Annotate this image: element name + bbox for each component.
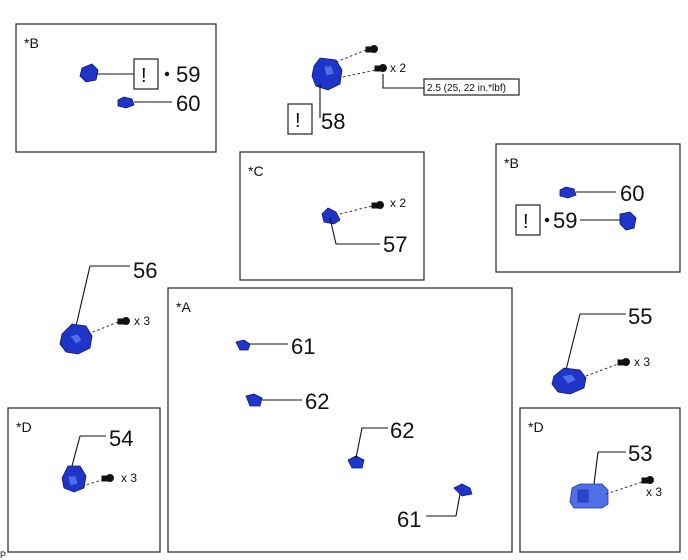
leader-line — [75, 265, 91, 327]
bolt-path — [81, 479, 103, 487]
panel-tag: *B — [504, 155, 519, 171]
bolt-icon — [641, 476, 654, 484]
sensor-part-57 — [321, 207, 341, 225]
panel-tag: *C — [248, 163, 264, 179]
bolt-path — [335, 49, 367, 63]
panel-frame — [7, 407, 161, 553]
bolt-path — [339, 205, 373, 215]
quantity-label: x 3 — [134, 314, 150, 328]
callout-59: 59 — [176, 62, 200, 87]
callout-53: 53 — [628, 441, 652, 466]
callout-57: 57 — [383, 232, 407, 257]
actuator-part-56 — [59, 323, 93, 355]
connector-part-59 — [619, 211, 637, 231]
note-box — [133, 58, 159, 90]
torque-spec-box — [423, 78, 520, 96]
callout-56: 56 — [133, 258, 157, 283]
actuator-part-55 — [551, 367, 587, 395]
bullet-dot — [544, 217, 550, 223]
bolt-path — [337, 69, 377, 79]
note-box — [287, 103, 313, 135]
panel-tag: *D — [528, 419, 544, 435]
bolt-icon — [117, 317, 130, 325]
leader-line — [71, 435, 81, 467]
panel-b-right: *B 60 ! 59 — [495, 143, 681, 273]
quantity-label: x 3 — [646, 485, 662, 499]
clip-part-60 — [559, 186, 577, 199]
callout-54: 54 — [109, 426, 133, 451]
bolt-icon — [365, 45, 378, 53]
callout-60: 60 — [620, 181, 644, 206]
figure-code: P — [0, 550, 6, 560]
panel-tag: *D — [16, 419, 32, 435]
actuator-part-58 — [311, 57, 343, 91]
clip-part-60 — [117, 96, 135, 109]
note-box — [515, 204, 541, 236]
callout-60: 60 — [176, 91, 200, 116]
bolt-icon — [617, 358, 630, 366]
quantity-label: x 2 — [390, 196, 406, 210]
torque-spec: 2.5 (25, 22 in.*lbf) — [427, 83, 506, 94]
sensor-part-62 — [347, 455, 365, 469]
bolt-path — [87, 321, 119, 335]
panel-tag: *B — [24, 35, 39, 51]
panel-frame — [239, 151, 425, 281]
caution-symbol: ! — [141, 65, 147, 87]
callout-58: 58 — [321, 109, 345, 134]
bolt-path — [605, 481, 643, 495]
sensor-part-61 — [235, 339, 251, 351]
leader-line — [355, 427, 388, 459]
panel-frame — [167, 287, 513, 553]
leader-line — [565, 313, 581, 371]
connector-part-59 — [79, 63, 99, 83]
bolt-icon — [371, 201, 384, 209]
torque-leader — [382, 74, 424, 89]
callout-62: 62 — [390, 418, 414, 443]
quantity-label: x 2 — [390, 61, 406, 75]
bullet-dot — [164, 71, 170, 77]
quantity-label: x 3 — [634, 355, 650, 369]
caution-symbol: ! — [295, 110, 301, 132]
callout-55: 55 — [628, 304, 652, 329]
bolt-path — [585, 363, 619, 377]
actuator-part-53 — [569, 483, 609, 509]
bolt-icon — [374, 64, 387, 72]
leader-line — [593, 451, 599, 485]
panel-b-top: *B ! 59 60 — [15, 23, 217, 153]
part-56-group: 56 x 3 — [59, 258, 157, 355]
sensor-part-62 — [245, 393, 263, 407]
panel-frame — [15, 23, 217, 153]
part-55-group: 55 x 3 — [551, 304, 652, 395]
callout-61: 61 — [397, 507, 421, 532]
leader-line — [329, 217, 380, 245]
panel-c: *C x 2 57 — [239, 151, 425, 281]
panel-d-right: *D 53 x 3 — [519, 407, 681, 553]
sensor-part-61 — [453, 483, 473, 497]
bolt-icon — [101, 474, 114, 482]
actuator-part-54 — [61, 465, 87, 493]
panel-d-left: *D 54 x 3 — [7, 407, 161, 553]
part-58-group: x 2 2.5 (25, 22 in.*lbf) ! 58 — [287, 45, 520, 135]
panel-tag: *A — [176, 299, 191, 315]
leader-line — [426, 493, 461, 517]
quantity-label: x 3 — [121, 471, 137, 485]
panel-frame — [519, 407, 681, 553]
caution-symbol: ! — [523, 211, 529, 233]
callout-61: 61 — [291, 334, 315, 359]
callout-62: 62 — [305, 389, 329, 414]
panel-frame — [495, 143, 681, 273]
panel-a: *A 61 62 62 61 — [167, 287, 513, 553]
callout-59: 59 — [553, 208, 577, 233]
